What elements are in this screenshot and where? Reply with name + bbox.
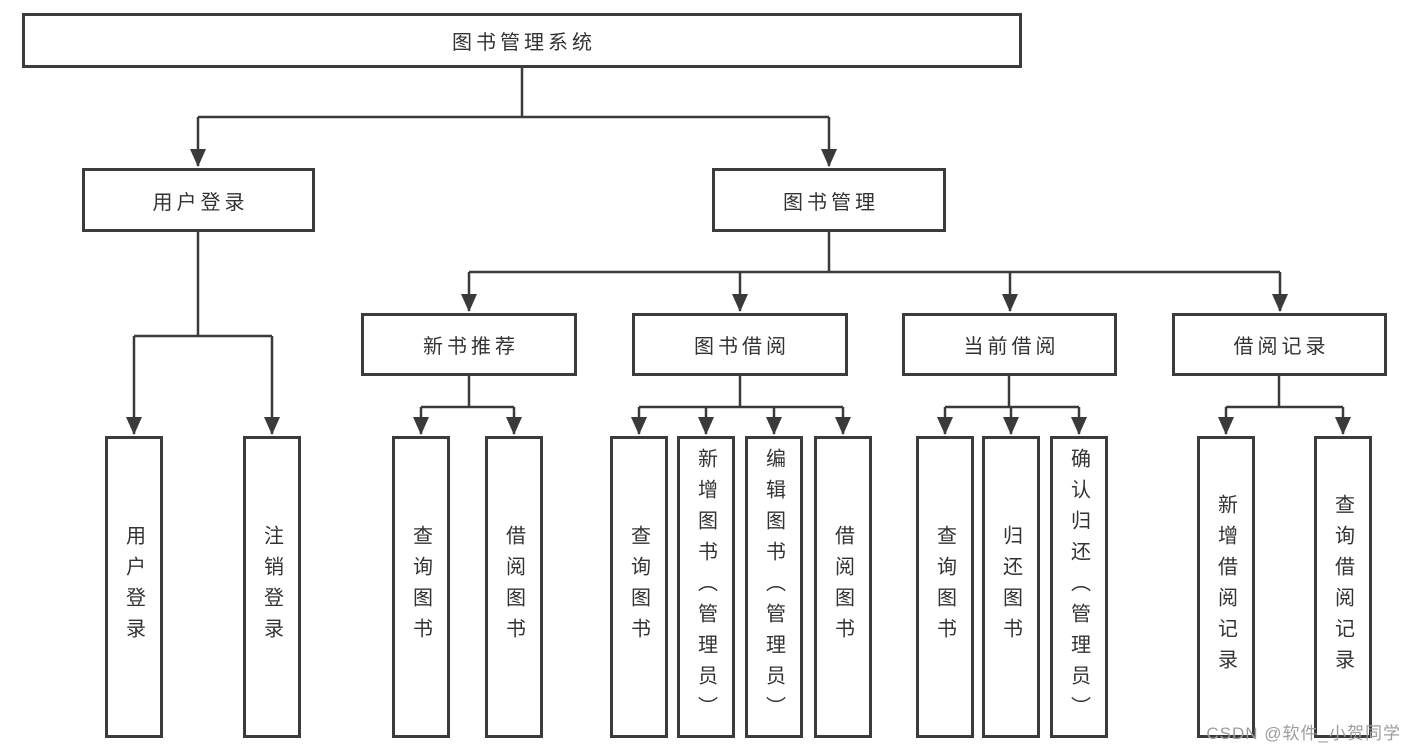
- node-query-books-current: 查询图书: [916, 436, 974, 738]
- node-new-book-recommendation: 新书推荐: [361, 313, 577, 376]
- node-borrowing-records: 借阅记录: [1172, 313, 1387, 376]
- node-query-books-recommend: 查询图书: [392, 436, 450, 738]
- node-borrow-books-borrowing: 借阅图书: [814, 436, 872, 738]
- node-user-login: 用户登录: [82, 168, 315, 232]
- node-logout: 注销登录: [243, 436, 301, 738]
- node-query-borrow-record: 查询借阅记录: [1314, 436, 1372, 738]
- node-confirm-return-admin: 确认归还（管理员）: [1050, 436, 1108, 738]
- csdn-watermark: CSDN @软件_小贺同学: [1206, 724, 1401, 743]
- node-book-borrowing: 图书借阅: [632, 313, 848, 376]
- node-user-login-action: 用户登录: [105, 436, 163, 738]
- node-edit-book-admin: 编辑图书（管理员）: [745, 436, 803, 738]
- node-add-borrow-record: 新增借阅记录: [1197, 436, 1255, 738]
- node-borrow-books-recommend: 借阅图书: [485, 436, 543, 738]
- node-current-borrowing: 当前借阅: [902, 313, 1117, 376]
- node-query-books-borrowing: 查询图书: [610, 436, 668, 738]
- node-return-books: 归还图书: [982, 436, 1040, 738]
- node-library-management-system: 图书管理系统: [22, 13, 1022, 68]
- node-add-book-admin: 新增图书（管理员）: [677, 436, 735, 738]
- node-book-management: 图书管理: [712, 168, 946, 232]
